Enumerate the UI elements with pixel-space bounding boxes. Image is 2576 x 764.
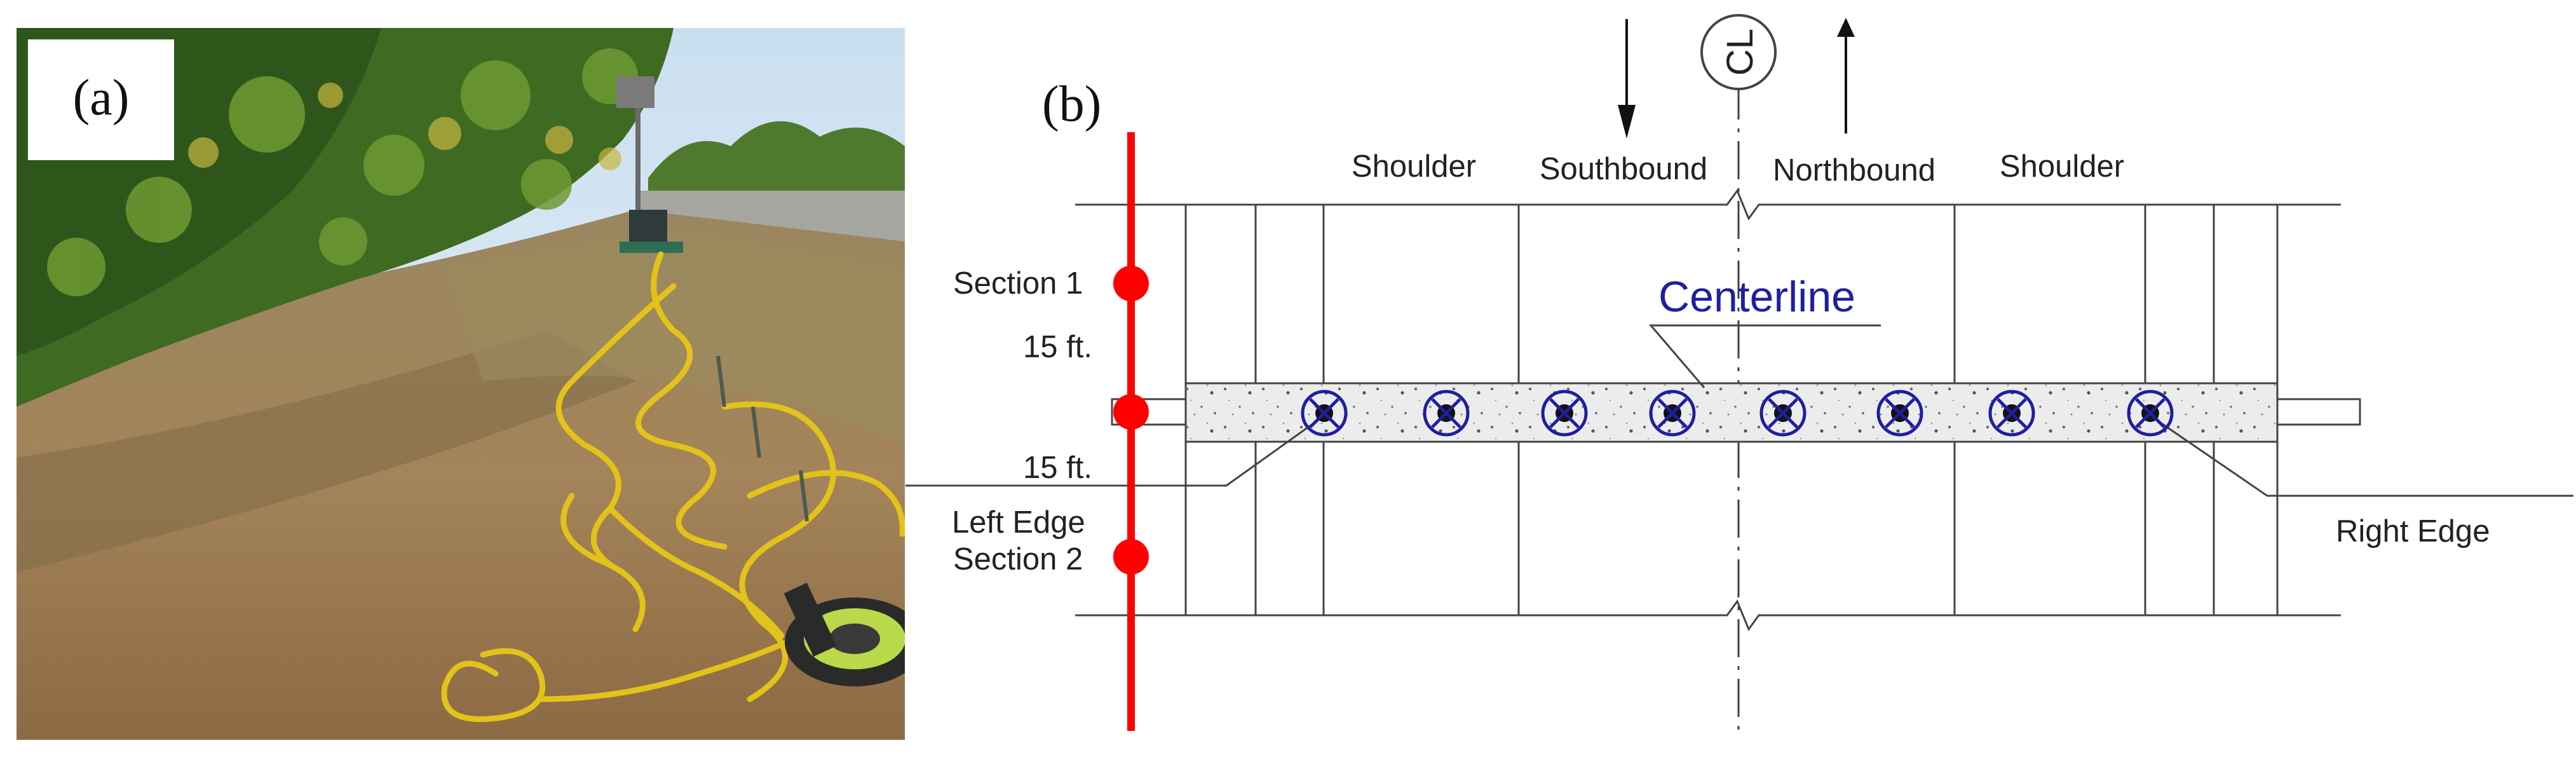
heading-northbound: Northbound bbox=[1773, 153, 1935, 188]
photo-panel: (a) bbox=[17, 28, 905, 740]
southbound-arrow bbox=[1618, 19, 1636, 139]
midpoint-marker bbox=[1113, 394, 1149, 430]
panel-a-label-box bbox=[28, 39, 174, 160]
foliage-yellow bbox=[188, 83, 621, 170]
beam-texture bbox=[1186, 383, 2277, 442]
heading-southbound: Southbound bbox=[1540, 152, 1707, 186]
cl-symbol bbox=[1700, 14, 1777, 90]
sensor-target-icon bbox=[1649, 390, 1696, 437]
section-2-marker bbox=[1113, 539, 1149, 575]
section-2-label: Section 2 bbox=[953, 542, 1083, 576]
panel-b-label: (b) bbox=[1042, 76, 1101, 132]
foliage-highlights bbox=[47, 48, 638, 296]
sensor-cables bbox=[441, 251, 905, 722]
sensor-group bbox=[1301, 390, 2174, 437]
sensor-target-icon bbox=[1988, 390, 2035, 437]
sign-post bbox=[635, 83, 641, 222]
left-edge-leader bbox=[905, 414, 1325, 487]
schematic-panel: (b) CL Shoulder So bbox=[905, 14, 2573, 731]
beam-end-right bbox=[2276, 398, 2361, 426]
sensor-target-icon bbox=[2127, 390, 2174, 437]
right-edge-label: Right Edge bbox=[2336, 514, 2490, 549]
northbound-arrow bbox=[1837, 18, 1855, 133]
cl-symbol-text: CL bbox=[1719, 29, 1761, 76]
stakes bbox=[716, 355, 809, 522]
ground-shade bbox=[17, 331, 635, 572]
sensor-target-icon bbox=[1423, 390, 1470, 437]
right-edge-leader bbox=[2150, 414, 2573, 497]
grass-strip bbox=[445, 229, 905, 445]
distant-trees bbox=[648, 121, 905, 210]
heading-shoulder-left: Shoulder bbox=[1352, 149, 1476, 184]
top-boundary-line bbox=[1075, 188, 2341, 221]
spacing-lower-label: 15 ft. bbox=[1023, 451, 1092, 485]
sign bbox=[616, 76, 654, 108]
bottom-boundary-line bbox=[1075, 599, 2341, 632]
centerline-label: Centerline bbox=[1658, 273, 1855, 321]
sensor-target-icon bbox=[1876, 390, 1923, 437]
roadside-base bbox=[620, 242, 683, 253]
section-1-marker bbox=[1113, 266, 1149, 301]
panel-a-label: (a) bbox=[73, 70, 130, 126]
sensor-target-icon bbox=[1541, 390, 1588, 437]
spacing-upper-label: 15 ft. bbox=[1023, 330, 1092, 364]
section-1-label: Section 1 bbox=[953, 266, 1083, 301]
sensor-target-icon bbox=[1759, 390, 1807, 437]
sensor-target-icon bbox=[1301, 390, 1348, 437]
left-edge-label: Left Edge bbox=[952, 505, 1085, 540]
centerline-leader bbox=[1648, 324, 1881, 388]
heading-shoulder-right: Shoulder bbox=[2000, 149, 2124, 184]
cable-reel bbox=[783, 582, 905, 686]
